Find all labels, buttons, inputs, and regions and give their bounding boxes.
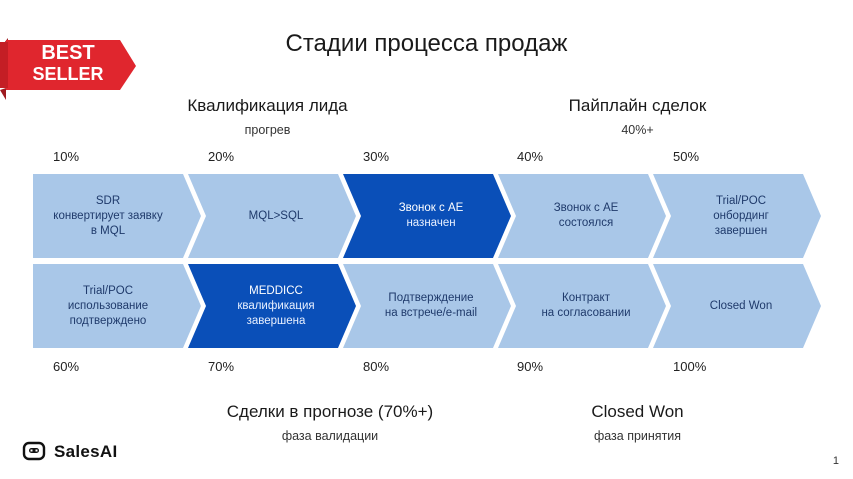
stage-label-line: Trial/POC bbox=[82, 284, 134, 297]
stage-percent: 10% bbox=[53, 149, 80, 164]
stage-chevron bbox=[498, 174, 666, 258]
stage-label-line: на встрече/e-mail bbox=[384, 307, 478, 319]
stage-label-line: Звонок с AE bbox=[553, 202, 619, 214]
robot-chat-icon bbox=[22, 441, 46, 461]
group-subtitle-bottom-left: фаза валидации bbox=[281, 429, 379, 443]
badge-line2: SELLER bbox=[32, 64, 104, 84]
stage-label-line: на согласовании bbox=[541, 307, 631, 319]
stage-chevron bbox=[33, 264, 201, 348]
stage-label-line: Trial/POC bbox=[715, 194, 767, 207]
stage-label-line: квалификация bbox=[237, 299, 315, 312]
stage-chevron bbox=[343, 264, 511, 348]
stage-label-line: назначен bbox=[406, 217, 456, 229]
best-seller-badge: BEST SELLER bbox=[0, 38, 140, 109]
stage-percent: 70% bbox=[208, 359, 235, 374]
stage-label: Closed Won bbox=[681, 264, 801, 348]
stage-percent: 30% bbox=[363, 149, 390, 164]
stage-label-line: Контракт bbox=[562, 292, 610, 304]
group-title-bottom-right: Closed Won bbox=[591, 402, 684, 421]
stage-label-line: состоялся bbox=[558, 217, 614, 229]
stage-label-line: онбординг bbox=[713, 209, 769, 222]
stage-label: Контракт на согласовании bbox=[526, 264, 646, 348]
badge-line1: BEST bbox=[41, 42, 95, 64]
stage-label-line: в MQL bbox=[90, 224, 126, 237]
stage-chevron bbox=[653, 174, 821, 258]
stage-percent: 100% bbox=[673, 359, 707, 374]
stage-chevron bbox=[188, 264, 356, 348]
stage-percent: 90% bbox=[517, 359, 544, 374]
stage-label: Trial/POC онбординг завершен bbox=[681, 174, 801, 258]
stage-label: Звонок с AE состоялся bbox=[526, 174, 646, 258]
stage-label: Звонок с AE назначен bbox=[371, 174, 491, 258]
group-subtitle-top-right: 40%+ bbox=[621, 123, 654, 137]
stage-label: MQL>SQL bbox=[216, 174, 336, 258]
stage-label-line: конвертирует заявку bbox=[53, 209, 163, 222]
stage-label: SDR конвертирует заявку в MQL bbox=[48, 174, 168, 258]
stage-label-line: подтверждено bbox=[69, 314, 147, 327]
stage-label-line: Подтверждение bbox=[388, 292, 474, 304]
group-title-bottom-left: Сделки в прогнозе (70%+) bbox=[226, 402, 434, 421]
page-number: 1 bbox=[832, 455, 839, 467]
stage-label: Trial/POC использование подтверждено bbox=[48, 264, 168, 348]
stage-chevron bbox=[498, 264, 666, 348]
group-title-top-left: Квалификация лида bbox=[187, 96, 348, 115]
stage-chevron bbox=[33, 174, 201, 258]
stage-label-line: завершена bbox=[246, 314, 306, 327]
stage-label-line: MEDDICC bbox=[249, 284, 303, 297]
stage-percent: 80% bbox=[363, 359, 390, 374]
stage-percent: 20% bbox=[208, 149, 235, 164]
stage-percent: 50% bbox=[673, 149, 700, 164]
page-title: Стадии процесса продаж bbox=[285, 30, 568, 57]
stage-label-line: SDR bbox=[95, 194, 121, 207]
stage-chevron bbox=[188, 174, 356, 258]
stage-chevron bbox=[343, 174, 511, 258]
logo-text: SalesAI bbox=[54, 442, 118, 461]
stage-label-line: Звонок с AE bbox=[398, 202, 464, 214]
stage-label: Подтверждение на встрече/e-mail bbox=[371, 264, 491, 348]
stage-label: MEDDICC квалификация завершена bbox=[216, 264, 336, 348]
group-subtitle-top-left: прогрев bbox=[244, 123, 291, 137]
stage-label-line: Closed Won bbox=[709, 299, 773, 312]
group-title-top-right: Пайплайн сделок bbox=[568, 96, 707, 115]
salesai-logo: SalesAI bbox=[22, 440, 118, 464]
stage-percent: 60% bbox=[53, 359, 80, 374]
stage-label-line: использование bbox=[67, 299, 149, 312]
stage-label-line: MQL>SQL bbox=[248, 209, 304, 222]
stage-label-line: завершен bbox=[714, 224, 768, 237]
stage-percent: 40% bbox=[517, 149, 544, 164]
group-subtitle-bottom-right: фаза принятия bbox=[593, 429, 682, 443]
ribbon-shape bbox=[0, 38, 136, 100]
stage-chevron bbox=[653, 264, 821, 348]
